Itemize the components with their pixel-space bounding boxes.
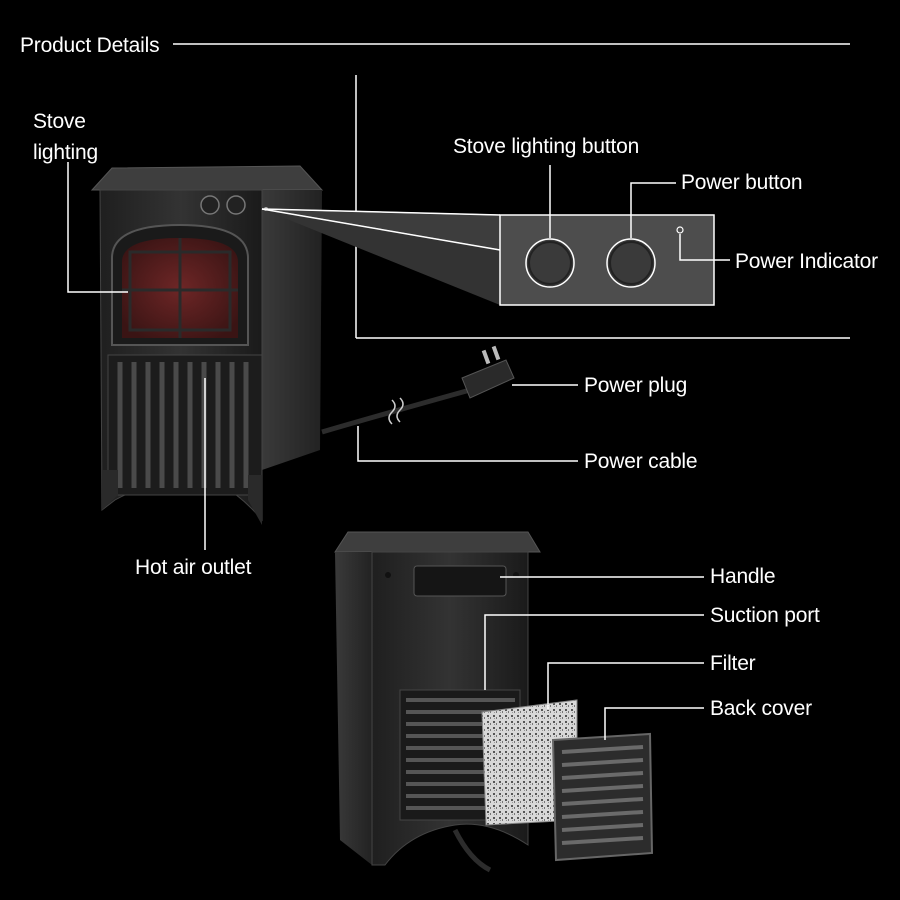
power-button [606, 238, 656, 288]
stove-lighting-button-small [200, 195, 220, 215]
back-cover [551, 732, 654, 862]
power-cord [321, 345, 515, 435]
handle [413, 565, 507, 597]
label-suction-port: Suction port [710, 604, 820, 627]
control-panel-detail [261, 208, 715, 306]
label-power-cable: Power cable [584, 450, 698, 473]
label-handle: Handle [710, 565, 776, 588]
label-filter: Filter [710, 652, 756, 675]
label-power-button: Power button [681, 171, 803, 194]
stove-lighting-button [525, 238, 575, 288]
label-power-indicator: Power Indicator [735, 250, 878, 273]
label-hot-air-outlet: Hot air outlet [135, 556, 252, 579]
label-back-cover: Back cover [710, 697, 812, 720]
label-power-plug: Power plug [584, 374, 688, 397]
section-title: Product Details [20, 34, 160, 57]
heater-front [90, 165, 324, 525]
label-stove-lighting-button: Stove lighting button [453, 135, 640, 158]
label-stove-lighting: Stove lighting [33, 110, 98, 165]
power-indicator-light [676, 226, 684, 234]
power-button-small [226, 195, 246, 215]
